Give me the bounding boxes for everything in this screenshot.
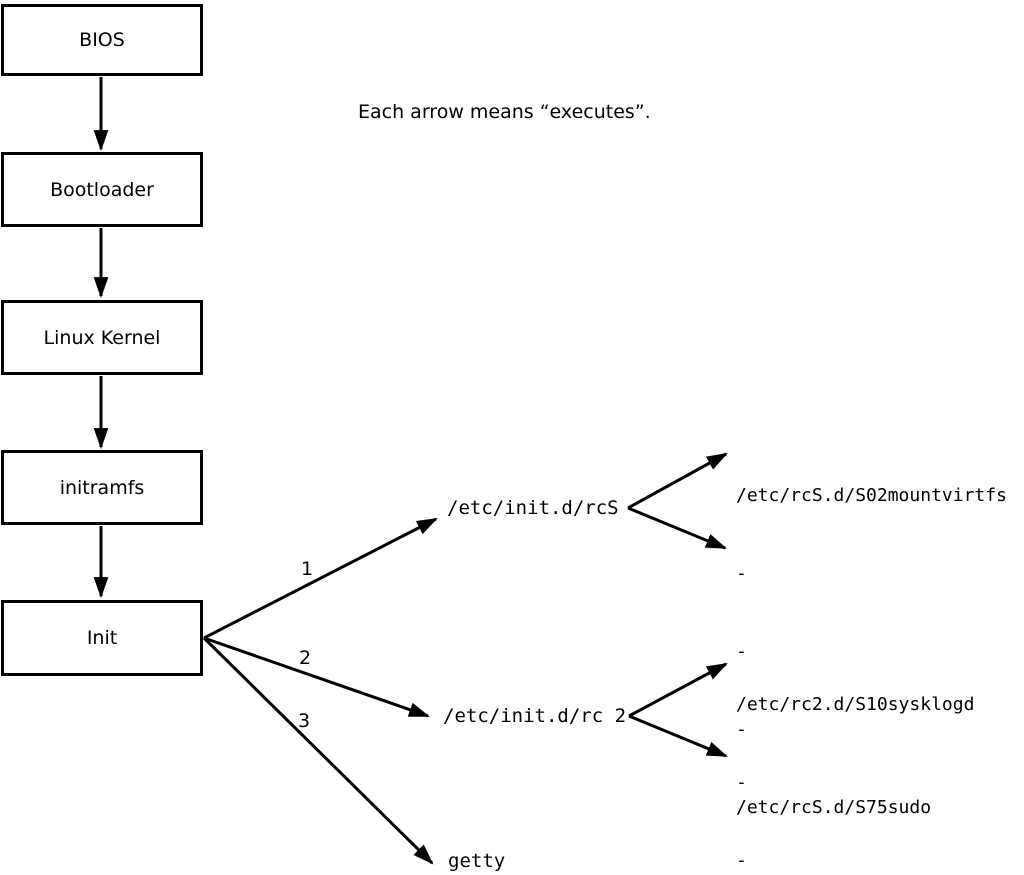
branch-number-2: 2 (298, 647, 312, 669)
arrow-init-to-rcs (203, 517, 438, 640)
node-bios: BIOS (1, 4, 203, 76)
rc2-script-list: /etc/rc2.d/S10sysklogd - - - /etc/rc2.d/… (736, 640, 974, 875)
rcs-script-ellipsis: - (736, 563, 747, 584)
label-getty: getty (448, 850, 506, 872)
rc2-script-ellipsis: - (736, 850, 747, 871)
arrow-rc2-to-s99gdm (628, 714, 728, 758)
arrow-rc2-to-s10sysklogd (628, 662, 728, 718)
rcs-script-ellipsis: - (736, 719, 747, 740)
arrow-rcs-to-s75sudo (627, 506, 727, 550)
branch-number-1: 1 (300, 558, 314, 580)
label-rcs-script: /etc/init.d/rcS (447, 497, 619, 519)
rc2-script-ellipsis: - (736, 772, 747, 793)
node-bootloader: Bootloader (1, 152, 203, 227)
node-linux-kernel: Linux Kernel (1, 300, 203, 375)
rcs-script-list: /etc/rcS.d/S02mountvirtfs - - - /etc/rcS… (736, 431, 1007, 873)
rc2-script-item: /etc/rc2.d/S10sysklogd (736, 694, 975, 715)
label-rc2-script: /etc/init.d/rc 2 (443, 705, 627, 727)
rcs-script-item: /etc/rcS.d/S75sudo (736, 797, 932, 818)
node-initramfs: initramfs (1, 450, 203, 525)
arrow-init-to-rc2 (203, 636, 430, 718)
arrow-rcs-to-s02mountvirtfs (627, 452, 728, 510)
rcs-script-item: /etc/rcS.d/S02mountvirtfs (736, 485, 1007, 506)
legend-caption: Each arrow means “executes”. (358, 101, 651, 123)
rcs-script-ellipsis: - (736, 641, 747, 662)
branch-number-3: 3 (297, 710, 311, 732)
node-init: Init (1, 600, 203, 676)
arrow-init-to-getty (202, 636, 434, 865)
